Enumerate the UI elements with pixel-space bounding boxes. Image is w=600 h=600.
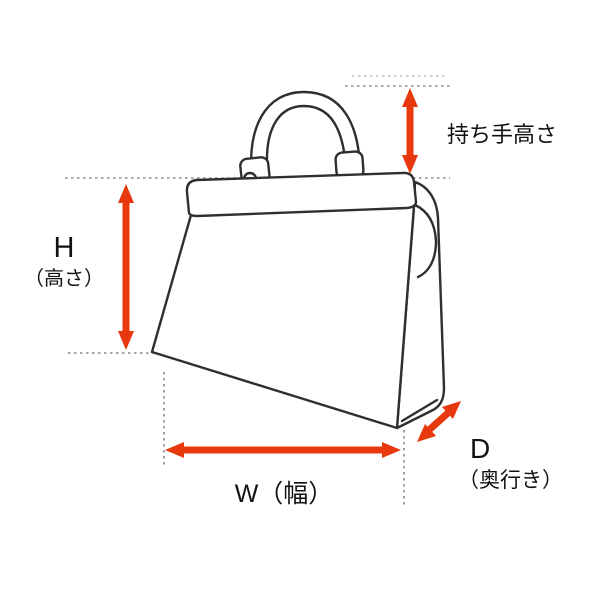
bag-side-flap-line xyxy=(413,203,438,279)
bag-base-edge-line xyxy=(400,398,439,423)
bag-body xyxy=(150,204,416,430)
height-arrowhead-bottom xyxy=(118,331,134,350)
handle-height-arrow xyxy=(402,88,418,174)
depth-label-symbol: D xyxy=(470,433,491,464)
height-label: H （高さ） xyxy=(14,230,114,292)
bag-gusset xyxy=(395,180,446,430)
handle-height-arrowhead-top xyxy=(402,88,418,107)
depth-label: D （奥行き） xyxy=(458,432,563,494)
width-label: W（幅） xyxy=(234,480,334,508)
depth-arrowhead-lower xyxy=(417,424,436,442)
height-label-symbol: H xyxy=(53,232,75,264)
width-arrowhead-right xyxy=(382,442,401,458)
handle-height-label: 持ち手高さ xyxy=(447,122,558,147)
height-arrow xyxy=(118,184,134,350)
handbag-illustration xyxy=(150,90,446,430)
handle-height-arrowhead-bottom xyxy=(402,155,418,174)
depth-arrow-line xyxy=(426,410,451,433)
width-arrow xyxy=(165,442,401,458)
bag-flap xyxy=(185,171,418,218)
width-arrowhead-left xyxy=(165,442,184,458)
height-label-name: （高さ） xyxy=(24,268,104,290)
depth-arrowhead-upper xyxy=(442,401,461,419)
depth-label-name: （奥行き） xyxy=(458,469,563,492)
depth-arrow xyxy=(417,401,461,442)
height-arrowhead-top xyxy=(118,184,134,203)
